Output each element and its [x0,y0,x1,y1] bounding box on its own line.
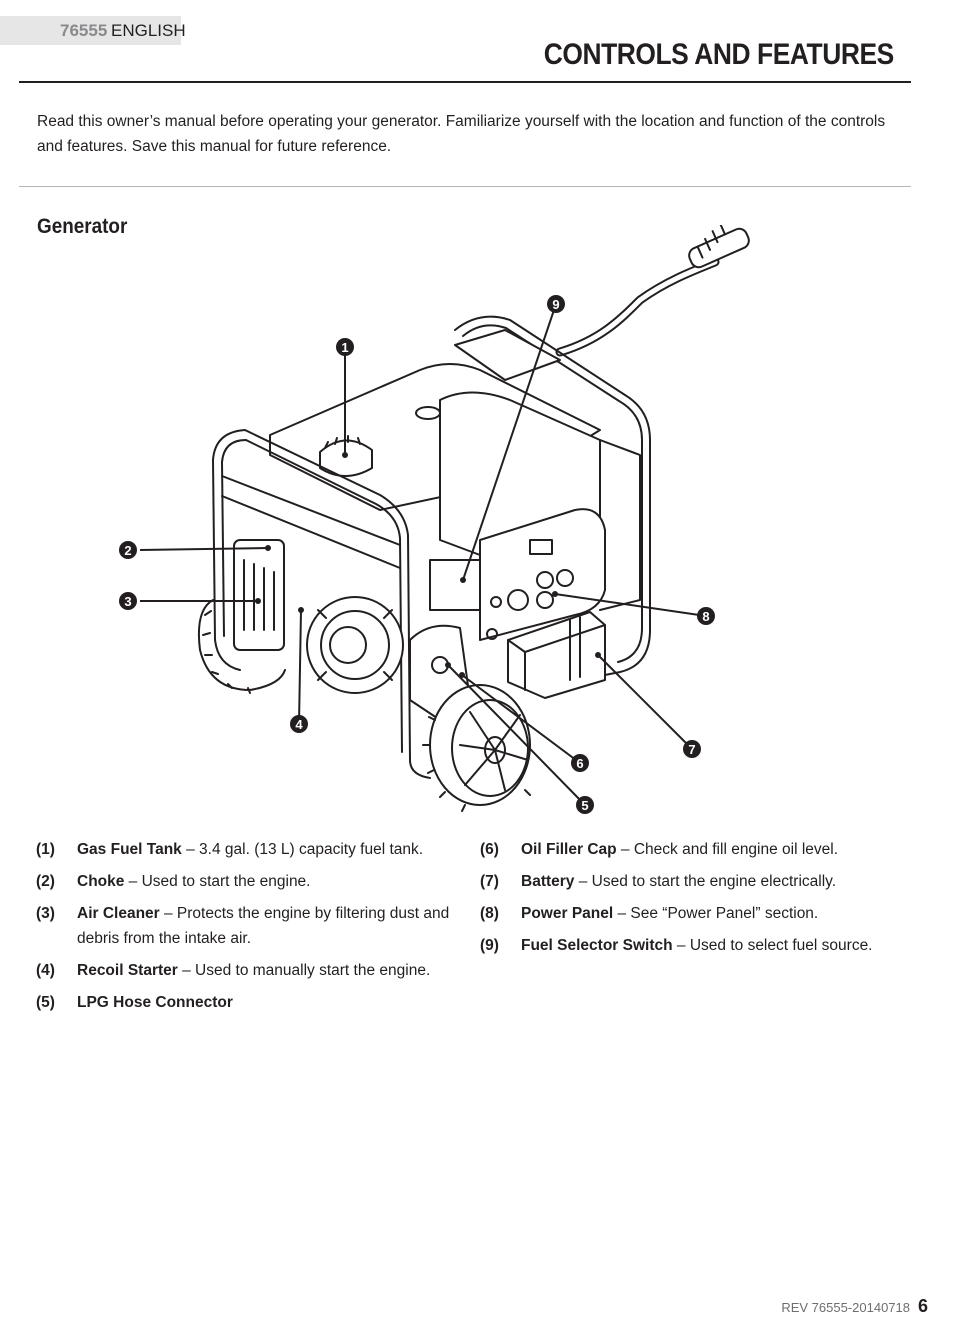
legend-item: (3) Air Cleaner – Protects the engine by … [36,901,466,951]
legend-item: (1) Gas Fuel Tank – 3.4 gal. (13 L) capac… [36,837,466,862]
legend-name: Choke [77,873,125,890]
page-title: CONTROLS AND FEATURES [543,38,895,71]
legend-name: Oil Filler Cap [521,841,617,858]
header-rule [19,81,911,83]
svg-text:1: 1 [341,340,348,355]
callout-6: 6 [571,754,589,772]
legend-name: Battery [521,873,575,890]
svg-text:7: 7 [688,742,695,757]
svg-text:3: 3 [124,594,131,609]
svg-text:9: 9 [552,297,559,312]
callout-3: 3 [119,592,137,610]
svg-text:5: 5 [581,798,588,813]
legend-description: – Protects the engine by filtering dust … [77,905,450,947]
callout-9: 9 [547,295,565,313]
legend-name: Recoil Starter [77,962,178,979]
legend-description: – See “Power Panel” section. [613,905,819,922]
legend-number: (7) [480,873,499,890]
language-label: ENGLISH [111,21,186,40]
legend-name: LPG Hose Connector [77,994,233,1011]
legend-name: Gas Fuel Tank [77,841,182,858]
language-tab: 76555 ENGLISH [0,16,186,45]
legend-description: – Used to start the engine. [124,873,311,890]
svg-text:6: 6 [576,756,583,771]
legend-right: (6) Oil Filler Cap – Check and fill engin… [480,837,920,965]
legend-item: (7) Battery – Used to start the engine el… [480,869,920,894]
legend-number: (1) [36,841,55,858]
page-number: 6 [917,1296,928,1316]
legend-number: (8) [480,905,499,922]
legend-left: (1) Gas Fuel Tank – 3.4 gal. (13 L) capac… [36,837,466,1022]
legend-number: (4) [36,962,55,979]
section-title: Generator [37,215,128,238]
generator-illustration: 1 2 3 4 5 6 7 8 9 [119,225,750,814]
legend-number: (5) [36,994,55,1011]
svg-text:2: 2 [124,543,131,558]
callout-5: 5 [576,796,594,814]
legend-number: (6) [480,841,499,858]
callout-2: 2 [119,541,137,559]
svg-text:4: 4 [295,717,303,732]
callout-4: 4 [290,715,308,733]
callout-7: 7 [683,740,701,758]
legend-number: (2) [36,873,55,890]
model-code: 76555 [60,21,108,40]
legend-description: – Check and fill engine oil level. [616,841,839,858]
legend-item: (2) Choke – Used to start the engine. [36,869,466,894]
section-divider [19,186,911,187]
legend-item: (8) Power Panel – See “Power Panel” secti… [480,901,920,926]
callout-1: 1 [336,338,354,356]
callout-8: 8 [697,607,715,625]
legend-description: – Used to select fuel source. [672,937,873,954]
legend-description: – Used to start the engine electrically. [574,873,837,890]
legend-name: Air Cleaner [77,905,160,922]
revision-label: REV 76555-20140718 [781,1300,910,1315]
legend-item: (5) LPG Hose Connector [36,990,466,1015]
legend-description: – Used to manually start the engine. [177,962,431,979]
legend-number: (9) [480,937,499,954]
legend-item: (4) Recoil Starter – Used to manually sta… [36,958,466,983]
legend-name: Power Panel [521,905,614,922]
legend-item: (9) Fuel Selector Switch – Used to select… [480,933,920,958]
legend-number: (3) [36,905,55,922]
legend-item: (6) Oil Filler Cap – Check and fill engin… [480,837,920,862]
svg-text:8: 8 [702,609,709,624]
legend-description: – 3.4 gal. (13 L) capacity fuel tank. [181,841,424,858]
legend-name: Fuel Selector Switch [521,937,673,954]
intro-paragraph: Read this owner’s manual before operatin… [37,113,886,155]
